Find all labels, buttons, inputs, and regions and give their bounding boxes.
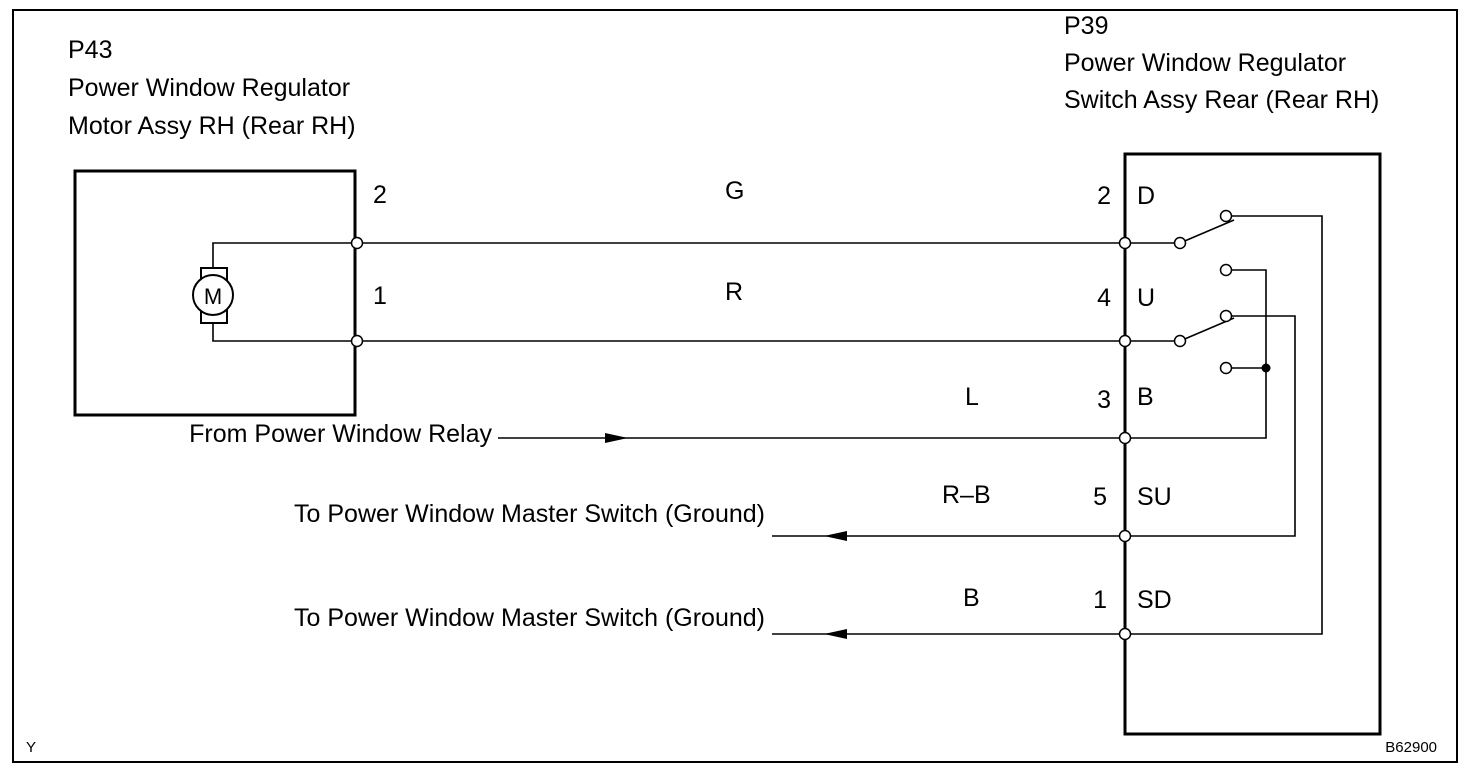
node-switch-pin-4 xyxy=(1118,334,1132,348)
label-to-master-sd: To Power Window Master Switch (Ground) xyxy=(294,604,765,632)
wire-color-b: B xyxy=(963,584,980,612)
label-from-relay: From Power Window Relay xyxy=(189,420,492,448)
terminal-sd: SD xyxy=(1137,586,1172,614)
label-to-master-su: To Power Window Master Switch (Ground) xyxy=(294,500,765,528)
motor-internal-wire-top xyxy=(212,242,357,268)
junction-dot xyxy=(1261,363,1271,373)
switch-box xyxy=(1123,152,1382,736)
corner-mark-left: Y xyxy=(26,739,36,756)
motor-symbol: M xyxy=(192,267,234,324)
switch-code: P39 xyxy=(1064,12,1108,40)
switch-pin-1: 1 xyxy=(1093,586,1107,614)
wire-color-l: L xyxy=(965,383,979,411)
switch-internal-wiring xyxy=(1125,215,1323,635)
contact-d-sd xyxy=(1219,209,1233,223)
motor-internal-wire-bottom xyxy=(212,323,357,342)
node-switch-pin-3 xyxy=(1118,431,1132,445)
node-motor-pin-1 xyxy=(350,334,364,348)
wire-color-r: R xyxy=(725,278,743,306)
arrow-to-master-sd xyxy=(824,629,847,639)
terminal-u: U xyxy=(1137,284,1155,312)
diagram-frame xyxy=(12,9,1458,763)
motor-box xyxy=(73,169,357,417)
motor-code: P43 xyxy=(68,36,112,64)
motor-symbol-letter: M xyxy=(204,284,222,309)
node-switch-pin-2 xyxy=(1118,236,1132,250)
node-switch-pin-1 xyxy=(1118,627,1132,641)
switch-pin-3: 3 xyxy=(1097,386,1111,414)
terminal-d: D xyxy=(1137,182,1155,210)
switch-pin-4: 4 xyxy=(1097,284,1111,312)
switch-name-line2: Switch Assy Rear (Rear RH) xyxy=(1064,86,1379,114)
switch-pin-5: 5 xyxy=(1093,483,1107,511)
motor-pin-1: 1 xyxy=(373,282,387,310)
motor-name-line2: Motor Assy RH (Rear RH) xyxy=(68,112,356,140)
contact-u-common xyxy=(1173,334,1187,348)
node-motor-pin-2 xyxy=(350,236,364,250)
motor-name-line1: Power Window Regulator xyxy=(68,74,350,102)
motor-pin-2: 2 xyxy=(373,181,387,209)
switch-pin-2: 2 xyxy=(1097,182,1111,210)
contact-u-su xyxy=(1219,309,1233,323)
figure-id: B62900 xyxy=(1385,739,1437,756)
arrow-to-master-su xyxy=(824,531,847,541)
contact-d-b xyxy=(1219,263,1233,277)
node-switch-pin-5 xyxy=(1118,529,1132,543)
terminal-b: B xyxy=(1137,383,1154,411)
wire-color-g: G xyxy=(725,177,744,205)
contact-d-common xyxy=(1173,236,1187,250)
contact-u-b xyxy=(1219,361,1233,375)
arrow-from-relay xyxy=(605,433,628,443)
switch-name-line1: Power Window Regulator xyxy=(1064,49,1346,77)
wire-color-r-b: R–B xyxy=(942,481,991,509)
terminal-su: SU xyxy=(1137,483,1172,511)
